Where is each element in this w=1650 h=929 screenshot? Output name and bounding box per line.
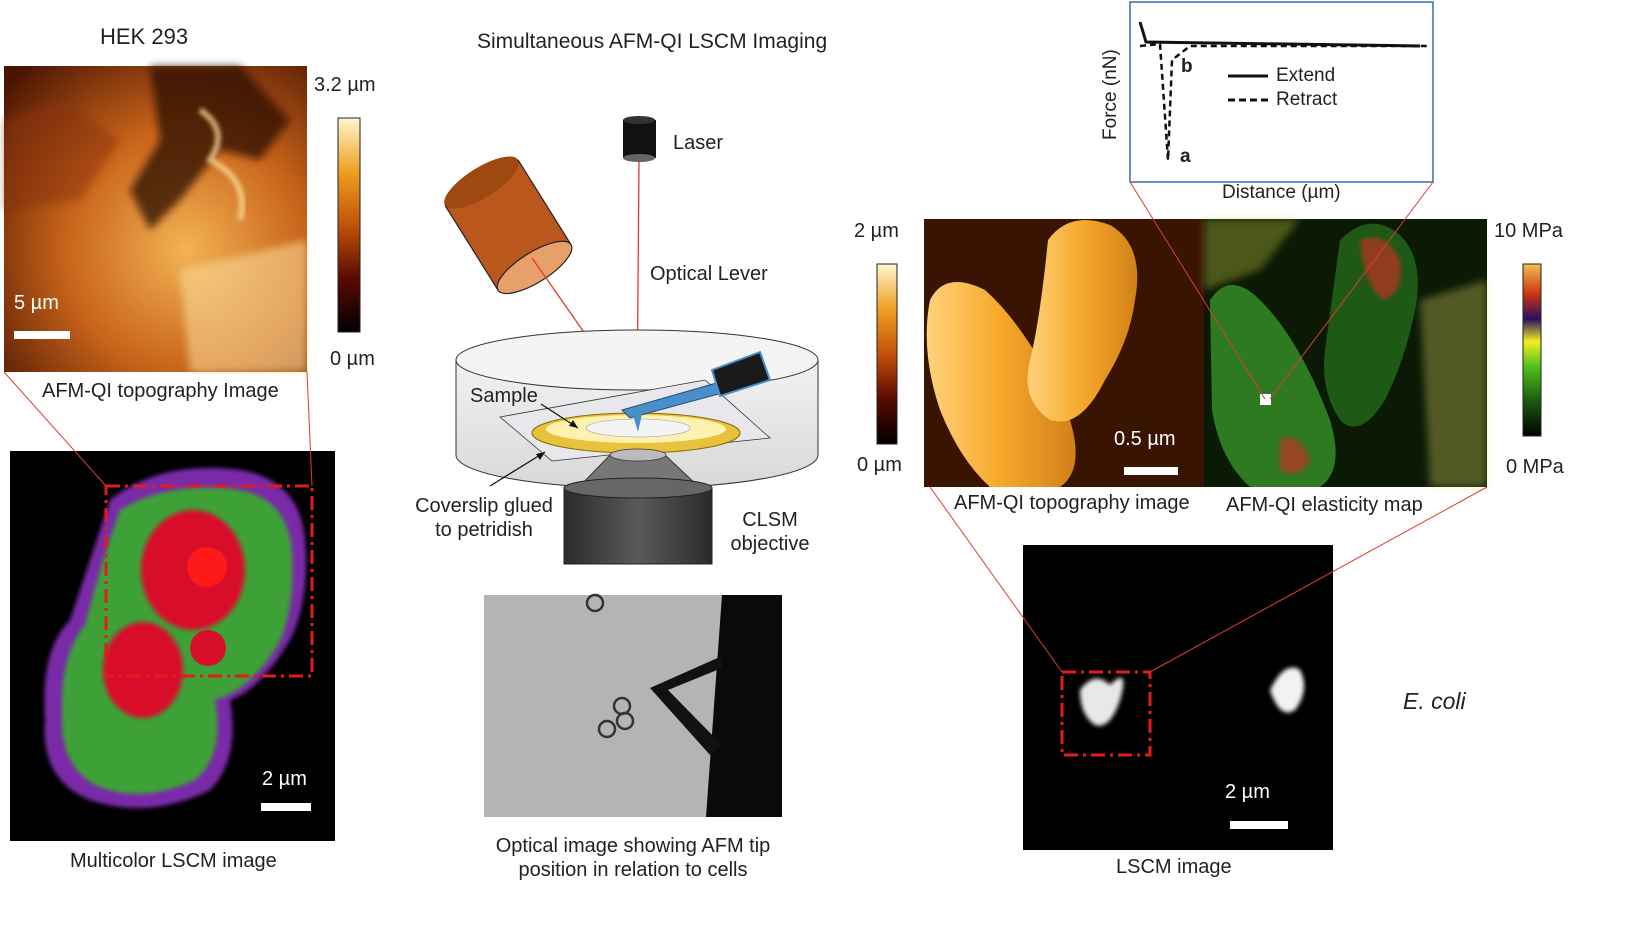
- ecoli-elasticity-map: [1204, 219, 1487, 487]
- photodetector-cylinder: [444, 156, 573, 295]
- laser-label: Laser: [673, 132, 724, 154]
- clsm-objective: [563, 448, 713, 565]
- ecoli-topo-scale-bar: [1124, 467, 1178, 475]
- inset-connector-left: [1129, 181, 1266, 400]
- clsm-label: CLSM objective: [730, 509, 810, 555]
- laser-source: [623, 116, 656, 162]
- point-b-label: b: [1181, 56, 1193, 77]
- hek-topo-caption: AFM-QI topography Image: [42, 380, 279, 402]
- inset-y-axis-label: Force (nN): [1100, 49, 1121, 140]
- elasticity-colorbar: [1522, 263, 1542, 437]
- hek-topo-scale-bar: [14, 331, 70, 339]
- ecoli-lscm-scale-bar: [1230, 821, 1288, 829]
- sample-label: Sample: [470, 385, 538, 407]
- ecoli-connector-left: [929, 486, 1063, 673]
- ecoli-lscm-scale-label: 2 µm: [1225, 781, 1270, 803]
- hek-connector-right: [306, 371, 313, 487]
- organism-label: E. coli: [1403, 688, 1466, 714]
- legend-extend-label: Extend: [1276, 65, 1336, 86]
- hek-lscm-image: [10, 451, 335, 841]
- elasticity-probe-point: [1260, 394, 1271, 405]
- legend-retract-label: Retract: [1276, 89, 1338, 110]
- force-curve-inset: [1129, 1, 1434, 183]
- extend-curve: [1138, 21, 1421, 48]
- hek-connector-left: [3, 371, 107, 487]
- point-a-label: a: [1180, 146, 1191, 167]
- coverslip-label: Coverslip glued to petridish: [415, 495, 553, 541]
- ecoli-lscm-image: [1023, 545, 1333, 850]
- ecoli-topo-caption: AFM-QI topography image: [954, 492, 1190, 514]
- optical-caption: Optical image showing AFM tip position i…: [495, 835, 771, 881]
- inset-x-axis-label: Distance (µm): [1222, 182, 1341, 203]
- optical-image: [484, 593, 782, 817]
- hek-lscm-caption: Multicolor LSCM image: [70, 850, 277, 872]
- hek-lscm-scale-bar: [261, 803, 311, 811]
- figure-title: Simultaneous AFM-QI LSCM Imaging: [477, 30, 828, 53]
- hek-topography-image: [4, 66, 307, 372]
- hek-topo-colorbar: [337, 117, 361, 333]
- hek-colorbar-max: 3.2 µm: [314, 74, 376, 96]
- ecoli-roi-box: [1060, 670, 1152, 757]
- ecoli-connector-right: [1149, 486, 1488, 673]
- elasticity-caption: AFM-QI elasticity map: [1226, 494, 1423, 516]
- cell-line-label: HEK 293: [100, 24, 189, 49]
- hek-lscm-scale-label: 2 µm: [262, 768, 307, 790]
- ecoli-topo-cb-min: 0 µm: [857, 454, 902, 476]
- ecoli-topo-colorbar: [876, 263, 898, 445]
- elasticity-cb-max: 10 MPa: [1494, 220, 1563, 242]
- ecoli-lscm-caption: LSCM image: [1116, 856, 1232, 878]
- inset-connector-right: [1269, 181, 1434, 400]
- ecoli-topography-image: [924, 219, 1204, 487]
- hek-colorbar-min: 0 µm: [330, 348, 375, 370]
- hek-topo-scale-label: 5 µm: [14, 292, 59, 314]
- coverslip-pointer: [489, 451, 546, 487]
- ecoli-topo-scale-label: 0.5 µm: [1114, 428, 1176, 450]
- afm-cantilever: [621, 350, 772, 432]
- optical-lever-label: Optical Lever: [650, 263, 768, 285]
- elasticity-cb-min: 0 MPa: [1506, 456, 1564, 478]
- ecoli-topo-cb-max: 2 µm: [854, 220, 899, 242]
- hek-roi-box: [104, 484, 314, 678]
